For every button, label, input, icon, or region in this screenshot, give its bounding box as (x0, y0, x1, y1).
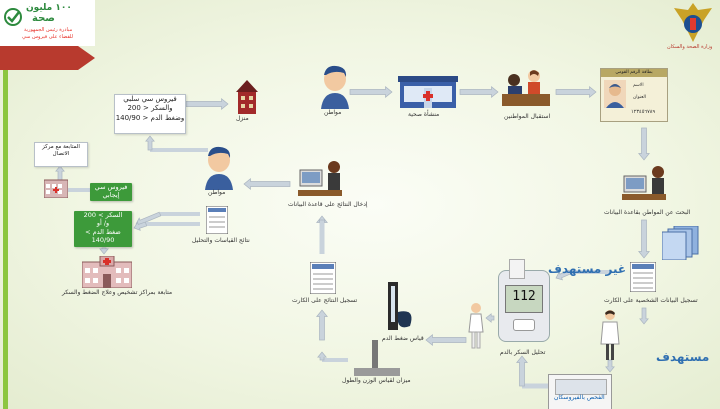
follow-center-label: المتابعة مع مركز الاتصال (42, 144, 80, 158)
result-negative-box: فيروس سي سلبي والسكر < 200 وضغط الدم < 1… (114, 94, 186, 134)
reception-label: استقبال المواطنين (504, 113, 551, 120)
result-high-box: السكر > 200 و/ أو ضغط الدم > 140/90 (74, 211, 132, 247)
initiative-logo: ١٠٠ مليون صحة مبادرة رئيس الجمهورية للقض… (0, 0, 95, 46)
citizen-mid-label: مواطن (208, 189, 226, 196)
blood-pressure-icon (388, 282, 412, 330)
arrow-reception-to-card (555, 86, 597, 98)
logo-health: صحة (32, 13, 55, 24)
sugar-test-label: تحليل السكر بالدم (500, 349, 546, 356)
weight-height-label: ميزان لقياس الوزن والطول (342, 377, 411, 384)
arrow-citizen-to-facility (349, 86, 393, 98)
ministry-emblem: وزارة الصحة والسكان (667, 0, 720, 56)
fibroscan-label: الفحص بالفيروسكان (554, 394, 605, 401)
database-search-icon (622, 166, 666, 200)
card-field-address: العنوان (633, 95, 647, 100)
data-entry-icon (298, 161, 342, 196)
arrow-record-to-sugar (555, 269, 572, 281)
meter-reading: 112 (512, 289, 536, 304)
weight-scale-icon (354, 340, 400, 376)
arrow-facility-to-reception (459, 86, 499, 98)
check-icon (4, 8, 22, 26)
left-green-bar (3, 60, 8, 409)
data-entry-label: إدخال النتائج على قاعدة البيانات (288, 201, 368, 208)
arrow-high-to-referral (99, 247, 109, 255)
logo-subtitle-1: مبادرة رئيس الجمهورية (24, 27, 73, 33)
health-facility-icon (398, 76, 458, 108)
logo-subtitle-2: للقضاء على فيروس سي (22, 34, 74, 40)
card-photo-icon (604, 80, 626, 108)
card-field-name: الاسم (633, 83, 644, 88)
health-facility-label: منشأة صحية (408, 111, 440, 118)
result-high-line3: ضغط الدم > 140/90 (85, 227, 121, 245)
arrow-results-to-high (133, 221, 148, 231)
record-card-icon (630, 262, 656, 292)
card-id-number: ١٢٣٤٥٦٧٨٩ (631, 109, 656, 115)
fibroscan-panel (555, 379, 607, 395)
result-positive-line2: إيجابي (102, 191, 120, 200)
arrow-targeted-to-fibroscan (605, 359, 615, 373)
nurse-icon (600, 310, 620, 360)
result-high-line1: السكر > 200 (83, 211, 123, 219)
home-icon (236, 80, 258, 114)
glucose-meter: 112 (498, 259, 550, 342)
reception-icon (502, 70, 550, 106)
meter-screen: 112 (505, 285, 543, 313)
folders-icon (662, 226, 699, 260)
results-analysis-label: نتائج القياسات والتحليل (192, 237, 250, 244)
test-strip (509, 259, 525, 279)
arrow-analysis-to-negative (145, 135, 155, 151)
arrow-negative-to-home (185, 98, 229, 110)
nurse-2-icon (468, 303, 484, 349)
meter-button (513, 319, 535, 331)
ministry-name: وزارة الصحة والسكان (667, 44, 713, 50)
referral-label: متابعة بمراكز تشخيص وعلاج الضغط والسكر (62, 289, 173, 296)
result-negative-line1: فيروس سي سلبي (123, 95, 177, 103)
arrow-card-to-search (638, 127, 650, 161)
arrow-search-to-record (638, 219, 650, 259)
targeted-label: مستهدف (656, 350, 710, 364)
result-positive-line1: فيروس سي (94, 183, 128, 191)
home-label: منزل (236, 115, 249, 122)
referral-hospital-icon (82, 256, 132, 288)
result-negative-line3: وضغط الدم < 140/90 (115, 113, 185, 122)
card-title: بطاقة الرقم القومي (601, 69, 667, 77)
results-analysis-icon (206, 206, 228, 234)
arrow-record-results-up (316, 215, 328, 223)
results-card-icon (310, 262, 336, 294)
arrow-record-down (639, 307, 649, 325)
record-data-label: تسجيل البيانات الشخصية على الكارت (604, 297, 698, 304)
result-high-line2: و/ أو (96, 219, 110, 228)
logo-number: ١٠٠ مليون (26, 3, 72, 13)
citizen-top-label: مواطن (324, 109, 342, 116)
clinic-small-icon (44, 179, 68, 198)
arrow-entry-to-citizen (243, 178, 291, 190)
arrow-fibroscan-to-sugar (516, 355, 528, 387)
fibroscan-device (548, 374, 612, 409)
arrow-sugar-to-nurse (485, 313, 495, 323)
result-positive-box: فيروس سي إيجابي (90, 183, 132, 201)
record-results-label: تسجيل النتائج على الكارت (292, 297, 358, 304)
arrow-weight-to-results-card (316, 309, 328, 341)
blood-pressure-label: قياس ضغط الدم (382, 335, 424, 342)
national-id-card: بطاقة الرقم القومي الاسم العنوان ١٢٣٤٥٦٧… (600, 68, 668, 122)
citizen-mid-icon (205, 146, 233, 190)
citizen-icon (321, 65, 349, 109)
arrow-bp-to-weight (317, 351, 327, 361)
red-triangle-marker (0, 46, 95, 70)
eagle-icon (674, 3, 712, 42)
not-targeted-label: غير مستهدف (548, 262, 627, 276)
result-negative-line2: والسكر < 200 (127, 104, 173, 113)
database-search-label: البحث عن المواطن بقاعدة البيانات (604, 209, 691, 216)
arrow-nurse-to-bp (425, 334, 467, 346)
follow-center-box: المتابعة مع مركز الاتصال (34, 142, 88, 167)
